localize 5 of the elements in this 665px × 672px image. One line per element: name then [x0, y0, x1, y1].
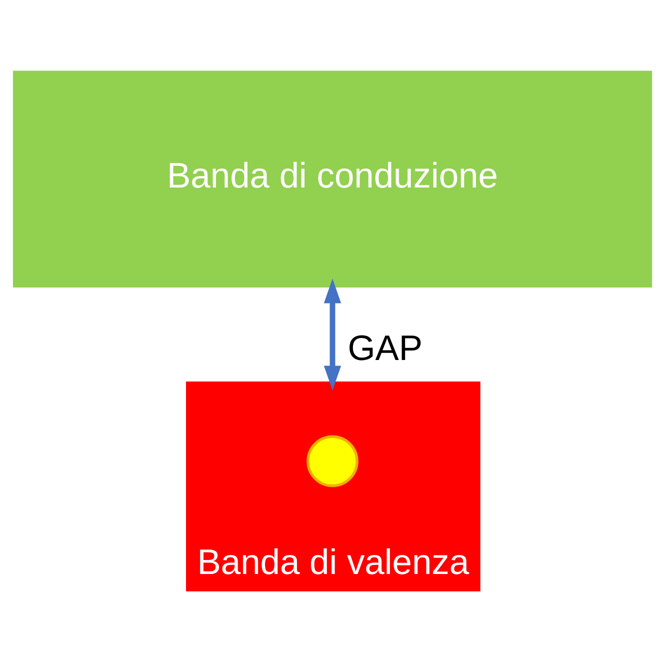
cluster: Banda di valenza — [186, 380, 480, 591]
edge-label: GAP — [348, 328, 423, 368]
node-circle — [306, 434, 358, 487]
arrow — [324, 278, 342, 390]
node-box: Banda di conduzione — [12, 70, 652, 287]
